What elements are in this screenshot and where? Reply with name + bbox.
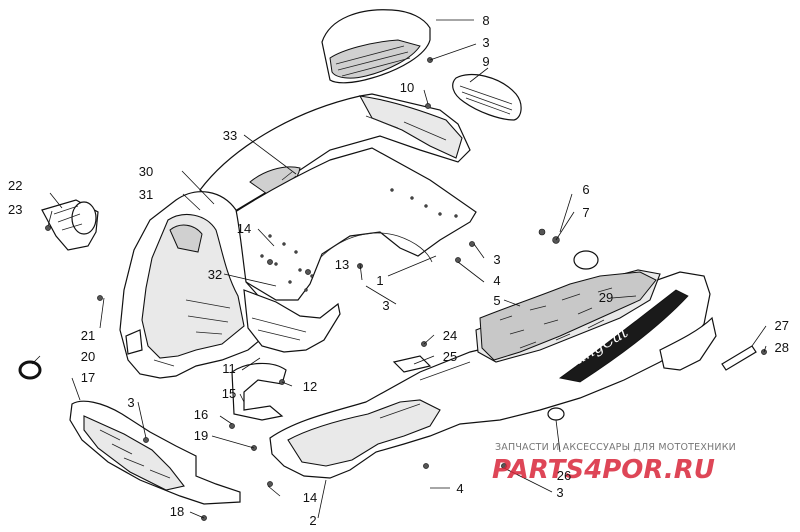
callout-32: 32 [208,267,222,282]
callout-7: 7 [582,205,589,220]
callout-17: 17 [81,370,95,385]
callout-3c: 3 [382,298,389,313]
part-33-upper-console [199,93,471,215]
callout-26: 26 [557,468,571,483]
callout-27: 27 [775,318,789,333]
watermark: ЗАПЧАСТИ И АКСЕССУАРЫ ДЛЯ МОТОТЕХНИКИ PA… [492,442,736,485]
leader-lines [31,19,767,519]
callout-11: 11 [222,361,236,376]
callout-3a: 3 [482,35,489,50]
callout-3b: 3 [493,252,500,267]
part-27-plate [721,345,757,371]
callout-23: 23 [8,202,22,217]
part-30-front-fender [119,191,273,379]
callout-28: 28 [775,340,789,355]
callout-3d: 3 [127,395,134,410]
watermark-tagline: ЗАПЧАСТИ И АКСЕССУАРЫ ДЛЯ МОТОТЕХНИКИ [495,442,736,453]
callout-14a: 14 [237,221,251,236]
callout-29: 29 [599,290,613,305]
callout-16: 16 [194,407,208,422]
part-1-floor-panel [231,147,477,301]
callout-9: 9 [482,54,489,69]
callout-2: 2 [309,513,316,528]
callout-19: 19 [194,428,208,443]
callout-1: 1 [376,273,383,288]
part-15-bracket [231,362,287,421]
callout-13: 13 [335,257,349,272]
part-22-boot [41,199,99,251]
callout-4a: 4 [493,273,500,288]
callout-20: 20 [81,349,95,364]
callout-18: 18 [170,504,184,519]
callout-labels: 1 2 3 3 3 3 3 4 4 5 6 7 8 9 10 11 12 13 … [8,13,789,528]
part-8-dash-panel [321,9,431,84]
callout-3e: 3 [556,485,563,500]
callout-4b: 4 [456,481,463,496]
part-17-front-bumper [69,400,241,505]
callout-33: 33 [223,128,237,143]
callout-31: 31 [139,187,153,202]
callout-12: 12 [303,379,317,394]
part-5-textured-panel [479,271,657,361]
callout-25: 25 [443,349,457,364]
callout-14b: 14 [303,490,317,505]
callout-10: 10 [400,80,414,95]
part-9-vent-grille [452,73,522,121]
callout-22: 22 [8,178,22,193]
hardware [45,57,767,521]
callout-6: 6 [582,182,589,197]
callout-15: 15 [222,386,236,401]
callout-5: 5 [493,293,500,308]
part-20-clamp [18,360,42,380]
part-25-bracket-plate [392,355,432,373]
callout-21: 21 [81,328,95,343]
callout-30: 30 [139,164,153,179]
watermark-logo: PARTS4POR.RU [492,455,715,485]
part-2-chassis: KingCat [269,269,717,479]
callout-24: 24 [443,328,457,343]
part-26-grommet [573,250,599,270]
part-32-inner-panel [243,289,341,353]
callout-8: 8 [482,13,489,28]
